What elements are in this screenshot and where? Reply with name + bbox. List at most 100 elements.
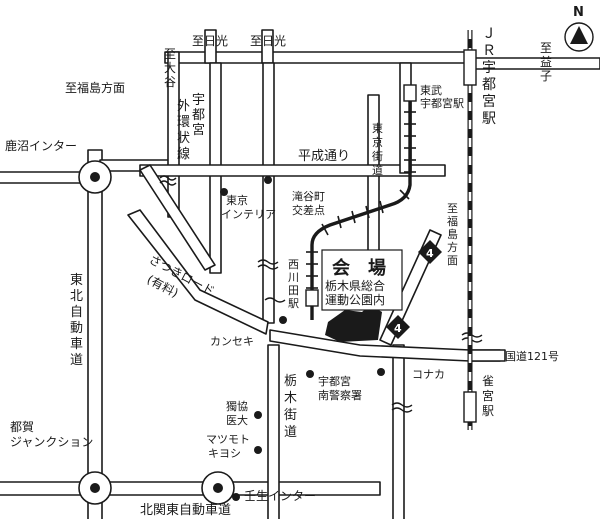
kita-kanto-exp-label: 北関東自動車道 [140, 502, 231, 518]
kanuma-ic-label: 鹿沼インター [5, 138, 77, 153]
svg-text:東: 東 [372, 122, 383, 135]
svg-text:道: 道 [372, 163, 383, 177]
svg-text:ジャンクション: ジャンクション [10, 435, 93, 449]
fukushima-direction-right: 至 福 島 方 面 [447, 202, 458, 267]
svg-text:都: 都 [482, 77, 496, 93]
compass-label: N [573, 5, 584, 20]
svg-text:宮: 宮 [482, 388, 494, 403]
satsuki-road [127, 209, 269, 335]
svg-text:東: 東 [70, 272, 83, 288]
svg-text:車: 車 [70, 337, 83, 352]
svg-text:インテリア: インテリア [221, 208, 276, 221]
svg-text:外: 外 [177, 99, 190, 114]
venue-line1: 栃木県総合 [325, 278, 385, 293]
kanseki-label: カンセキ [210, 335, 254, 348]
svg-text:駅: 駅 [288, 297, 299, 310]
tokyo-interior-label: 東京 インテリア [221, 193, 276, 221]
svg-text:Ｒ: Ｒ [482, 43, 496, 59]
interchanges [78, 160, 235, 505]
svg-text:Ｊ: Ｊ [482, 26, 496, 42]
svg-text:東武: 東武 [420, 84, 442, 97]
venue-label-box [321, 249, 403, 311]
nikko-direction-2: 至日光 [250, 34, 286, 48]
road-network [0, 29, 600, 519]
jr-line [463, 30, 477, 430]
svg-text:滝谷町: 滝谷町 [292, 190, 325, 203]
svg-text:雀: 雀 [482, 374, 494, 388]
svg-text:線: 線 [177, 146, 190, 162]
svg-text:宮: 宮 [192, 122, 205, 138]
mashiko-direction: 至 益 子 [540, 41, 552, 83]
nikko-direction-1: 至日光 [192, 34, 228, 48]
svg-text:駅: 駅 [482, 111, 496, 127]
labels: 至日光 至日光 至福島方面 至 大 谷 宇 都 宮 外 環 状 線 鹿沼インター… [5, 26, 559, 518]
svg-text:街: 街 [372, 149, 383, 163]
svg-text:至: 至 [164, 47, 176, 61]
venue-line2: 運動公園内 [325, 293, 385, 307]
dokkyo-label: 獨協 医大 [226, 399, 248, 427]
konaka-label: コナカ [412, 368, 445, 381]
svg-text:マツモト: マツモト [206, 433, 250, 446]
svg-text:京: 京 [372, 135, 383, 149]
venue: 会 場 栃木県総合 運動公園内 [321, 249, 403, 342]
police-label: 宇都宮 南警察署 [318, 374, 362, 402]
road-vertical-takiyacho [262, 62, 275, 324]
tobu-station-label: 東武 宇都宮駅 [420, 84, 464, 110]
svg-text:至: 至 [540, 41, 552, 55]
road-east-121 [469, 349, 506, 362]
route-121-label: 国道121号 [505, 349, 559, 363]
svg-text:谷: 谷 [164, 75, 176, 89]
jr-station-label: Ｊ Ｒ 宇 都 宮 駅 [482, 26, 496, 127]
svg-text:道: 道 [284, 425, 297, 440]
poi-dots [220, 176, 385, 501]
svg-text:宇: 宇 [192, 93, 205, 108]
tochigi-kaido [267, 344, 280, 519]
svg-text:島: 島 [447, 227, 458, 241]
kanseki-dot [279, 316, 287, 324]
svg-text:街: 街 [284, 408, 297, 423]
svg-text:至: 至 [447, 202, 458, 215]
svg-text:西: 西 [288, 258, 299, 271]
compass: N [564, 5, 594, 52]
matsumoto-dot [254, 446, 262, 454]
road-kanuma-west [0, 171, 91, 184]
svg-text:キヨシ: キヨシ [208, 447, 241, 460]
road-vertical-south [392, 344, 405, 519]
venue-title: 会 場 [332, 257, 386, 279]
mibu-dot [232, 493, 240, 501]
svg-text:田: 田 [288, 284, 299, 297]
svg-text:木: 木 [284, 391, 297, 406]
svg-text:栃: 栃 [284, 374, 297, 389]
tsuga-jct-label: 都賀 ジャンクション [10, 420, 93, 449]
svg-text:南警察署: 南警察署 [318, 388, 362, 402]
svg-text:交差点: 交差点 [292, 203, 325, 217]
oya-direction: 至 大 谷 [164, 47, 176, 89]
svg-text:大: 大 [164, 61, 176, 75]
svg-text:都: 都 [192, 108, 205, 123]
svg-text:宇都宮駅: 宇都宮駅 [420, 96, 464, 110]
tobu-line [305, 84, 417, 320]
takiyacho-label: 滝谷町 交差点 [292, 190, 325, 217]
route-4-label-south: 4 [394, 322, 402, 335]
svg-text:動: 動 [70, 321, 83, 336]
svg-text:医大: 医大 [226, 413, 248, 427]
dokkyo-dot [254, 411, 262, 419]
svg-text:子: 子 [540, 69, 552, 83]
tokyo-kaido [367, 94, 380, 266]
svg-text:東京: 東京 [226, 193, 248, 207]
tochigi-kaido-label: 栃 木 街 道 [284, 374, 297, 440]
venue-park-shape [325, 305, 382, 342]
svg-text:川: 川 [288, 271, 299, 284]
svg-text:益: 益 [540, 55, 552, 69]
route-shields: 4 4 [386, 240, 442, 339]
svg-text:自: 自 [70, 305, 83, 320]
police-dot [306, 370, 314, 378]
svg-text:宇: 宇 [482, 60, 496, 76]
mibu-ic-label: 壬生インター [244, 489, 316, 503]
route-4-shield-south [386, 315, 410, 339]
svg-text:面: 面 [447, 254, 458, 267]
svg-text:都賀: 都賀 [10, 420, 34, 434]
nishikawada-label: 西 川 田 駅 [288, 258, 299, 310]
tobu-ticks [306, 111, 416, 289]
svg-text:獨協: 獨協 [226, 399, 248, 413]
